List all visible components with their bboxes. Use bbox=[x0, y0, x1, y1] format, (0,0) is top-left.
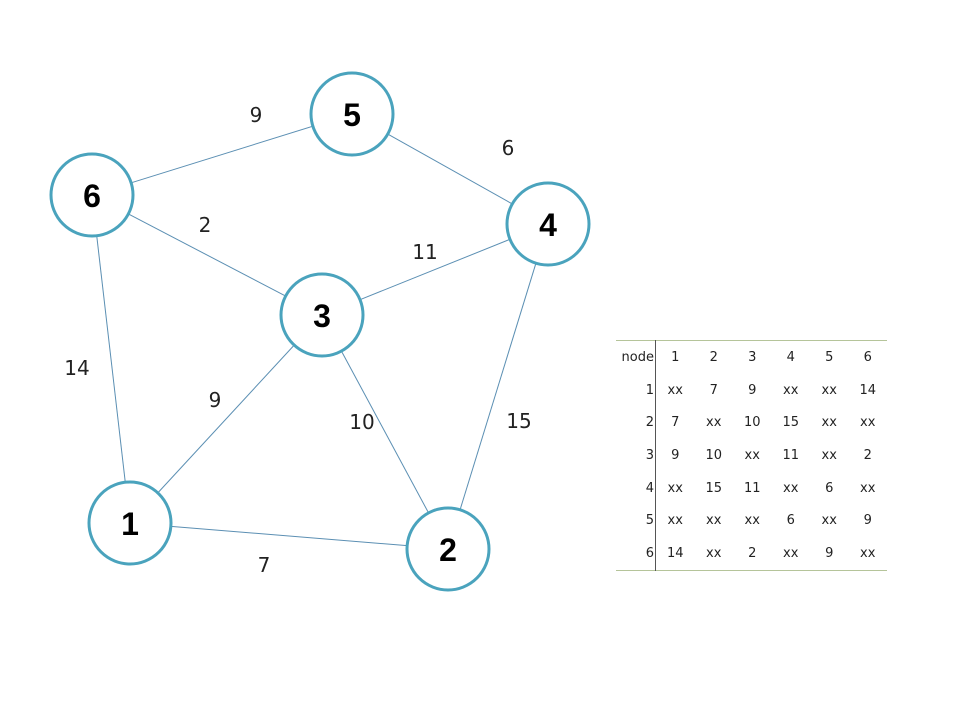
table-cell: xx bbox=[821, 513, 837, 529]
node-3: 3 bbox=[279, 272, 365, 358]
node-circle-5 bbox=[309, 71, 395, 157]
edge-6-5 bbox=[130, 125, 314, 184]
table-cell: xx bbox=[783, 545, 799, 561]
edge-1-2 bbox=[170, 525, 408, 547]
weights-layer: 9 6 2 11 14 9 10 15 7 bbox=[64, 103, 531, 577]
row-header-3: 3 bbox=[616, 439, 656, 472]
table-cell: 14 bbox=[859, 382, 877, 398]
node-circle-4 bbox=[505, 181, 591, 267]
table-cell: 2 bbox=[863, 447, 872, 463]
node-6: 6 bbox=[49, 152, 135, 238]
table-row: 1 xx 7 9 xx xx 14 bbox=[616, 373, 887, 407]
table-row: 6 14 xx 2 xx 9 xx bbox=[616, 537, 887, 571]
edge-6-1 bbox=[96, 235, 126, 483]
edge-weight-3-2: 10 bbox=[349, 410, 374, 434]
node-label-2: 2 bbox=[439, 532, 457, 568]
edge-weight-3-4: 11 bbox=[412, 240, 437, 264]
node-label-4: 4 bbox=[539, 207, 557, 243]
table-cell: xx bbox=[821, 447, 837, 463]
table-cell: xx bbox=[706, 545, 722, 561]
edge-weight-6-1: 14 bbox=[64, 356, 89, 380]
table-cell: 10 bbox=[743, 415, 761, 431]
table-cell: 2 bbox=[748, 545, 757, 561]
table-cell: xx bbox=[706, 513, 722, 529]
table-cell: 6 bbox=[825, 480, 834, 496]
node-circle-3 bbox=[279, 272, 365, 358]
table-cell: 15 bbox=[782, 415, 800, 431]
table-cell: xx bbox=[860, 545, 876, 561]
table-cell: xx bbox=[783, 382, 799, 398]
column-header-1: 1 bbox=[671, 349, 680, 365]
edge-6-3 bbox=[128, 213, 286, 297]
column-header-5: 5 bbox=[825, 349, 834, 365]
node-5: 5 bbox=[309, 71, 395, 157]
edge-weight-4-2: 15 bbox=[506, 409, 531, 433]
table-cell: xx bbox=[744, 447, 760, 463]
table-header-row: node 1 2 3 4 5 6 bbox=[616, 340, 887, 374]
edge-weight-6-5: 9 bbox=[250, 103, 263, 127]
table-cell: xx bbox=[667, 513, 683, 529]
table-cell: xx bbox=[860, 480, 876, 496]
table-cell: xx bbox=[667, 382, 683, 398]
node-4: 4 bbox=[505, 181, 591, 267]
node-circle-1 bbox=[87, 480, 173, 566]
table-cell: 14 bbox=[666, 545, 684, 561]
edge-5-4 bbox=[387, 133, 513, 205]
table-cell: xx bbox=[706, 415, 722, 431]
column-header-6: 6 bbox=[863, 349, 872, 365]
edge-3-2 bbox=[340, 350, 430, 514]
node-label-1: 1 bbox=[121, 506, 139, 542]
table-row: 4 xx 15 11 xx 6 xx bbox=[616, 471, 887, 505]
table-cell: 7 bbox=[709, 382, 718, 398]
column-header-2: 2 bbox=[709, 349, 718, 365]
row-header-5: 5 bbox=[616, 504, 656, 538]
table-cell: xx bbox=[667, 480, 683, 496]
table-cell: xx bbox=[821, 382, 837, 398]
node-label-5: 5 bbox=[343, 97, 361, 133]
node-circle-2 bbox=[405, 506, 491, 592]
table-cell: 15 bbox=[705, 480, 723, 496]
edge-weight-1-2: 7 bbox=[258, 553, 271, 577]
edge-weight-1-3: 9 bbox=[209, 388, 222, 412]
table-cell: 11 bbox=[782, 447, 800, 463]
nodes-layer: 1 2 3 4 5 6 bbox=[49, 71, 591, 592]
edge-1-3 bbox=[157, 344, 295, 494]
table-cell: 11 bbox=[743, 480, 761, 496]
edge-weight-6-3: 2 bbox=[199, 213, 212, 237]
node-circle-6 bbox=[49, 152, 135, 238]
table-cell: xx bbox=[744, 513, 760, 529]
table-cell: xx bbox=[783, 480, 799, 496]
edge-weight-5-4: 6 bbox=[502, 136, 515, 160]
column-header-3: 3 bbox=[748, 349, 757, 365]
node-label-3: 3 bbox=[313, 298, 331, 334]
node-1: 1 bbox=[87, 480, 173, 566]
row-header-4: 4 bbox=[616, 471, 656, 505]
node-label-6: 6 bbox=[83, 178, 101, 214]
column-header-4: 4 bbox=[786, 349, 795, 365]
row-header-2: 2 bbox=[616, 406, 656, 440]
table-cell: 9 bbox=[671, 447, 680, 463]
table-cell: xx bbox=[860, 415, 876, 431]
table-cell: xx bbox=[821, 415, 837, 431]
table-cell: 9 bbox=[863, 513, 872, 529]
row-header-6: 6 bbox=[616, 537, 656, 571]
edge-4-2 bbox=[459, 263, 537, 510]
table-corner-cell: node bbox=[616, 340, 656, 374]
row-header-1: 1 bbox=[616, 373, 656, 407]
edge-3-4 bbox=[359, 238, 511, 301]
table-row: 5 xx xx xx 6 xx 9 bbox=[616, 504, 887, 538]
edges-layer bbox=[96, 125, 537, 547]
table-cell: 6 bbox=[786, 513, 795, 529]
table-cell: 10 bbox=[705, 447, 723, 463]
table-cell: 9 bbox=[748, 382, 757, 398]
node-2: 2 bbox=[405, 506, 491, 592]
table-cell: 9 bbox=[825, 545, 834, 561]
table-cell: 7 bbox=[671, 415, 680, 431]
